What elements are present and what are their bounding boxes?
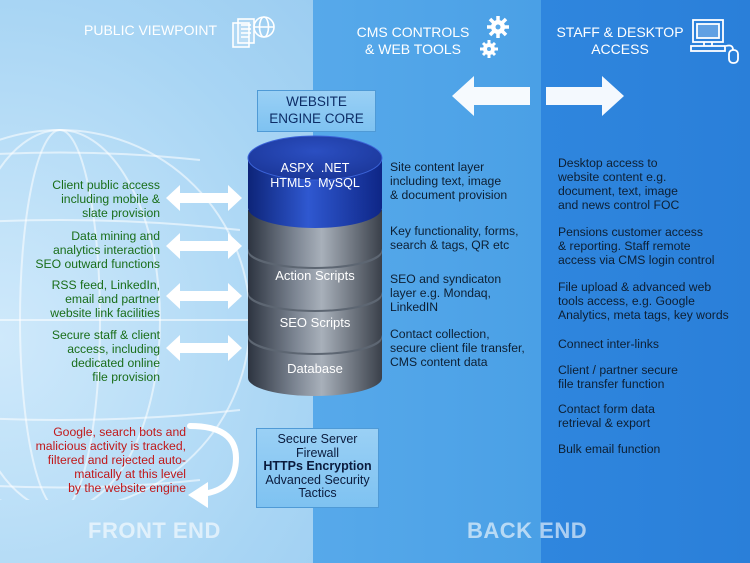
- middle-item-functionality: Key functionality, forms, search & tags,…: [390, 224, 540, 252]
- right-item-line: website content e.g.: [558, 170, 667, 184]
- middle-item-line: including text, image: [390, 174, 502, 188]
- middle-item-line: layer e.g. Mondaq,: [390, 286, 491, 300]
- right-item-pensions: Pensions customer access & reporting. St…: [558, 225, 748, 267]
- engine-core-box: WEBSITE ENGINE CORE: [257, 90, 376, 132]
- middle-item-line: Contact collection,: [390, 327, 490, 341]
- left-item-line: Client public access: [52, 178, 160, 192]
- left-item-line: analytics interaction: [52, 243, 160, 257]
- left-item-client-access: Client public access including mobile & …: [14, 178, 160, 220]
- database-label: Database: [287, 361, 343, 376]
- right-item-line: Client / partner secure: [558, 363, 678, 377]
- middle-item-content-layer: Site content layer including text, image…: [390, 160, 540, 202]
- left-item-line: website link facilities: [50, 306, 160, 320]
- right-item-line: tools access, e.g. Google: [558, 294, 695, 308]
- right-item-line: document, text, image: [558, 184, 678, 198]
- platform-label: ASPX .NET HTML5 MySQL: [254, 161, 376, 191]
- double-arrow-icon: [166, 283, 242, 309]
- note-line: filtered and rejected auto-: [47, 453, 186, 467]
- left-item-line: including mobile &: [61, 192, 160, 206]
- left-item-line: access, including: [67, 342, 160, 356]
- staff-desktop-header: STAFF & DESKTOP ACCESS: [551, 24, 689, 58]
- bot-tracking-note: Google, search bots and malicious activi…: [10, 425, 186, 495]
- right-item-line: Analytics, meta tags, key words: [558, 308, 729, 322]
- right-item-file-transfer: Client / partner secure file transfer fu…: [558, 363, 748, 391]
- middle-item-line: Site content layer: [390, 160, 485, 174]
- double-arrow-icon: [452, 76, 624, 116]
- middle-item-line: SEO and syndicaton: [390, 272, 502, 286]
- left-item-line: dedicated online: [71, 356, 160, 370]
- middle-item-seo-syndication: SEO and syndicaton layer e.g. Mondaq, Li…: [390, 272, 540, 314]
- cms-header-line: & WEB TOOLS: [365, 41, 461, 57]
- security-box: Secure Server Firewall HTTPs Encryption …: [256, 428, 379, 508]
- desktop-computer-icon: [690, 19, 739, 64]
- double-arrow-icon: [166, 185, 242, 211]
- staff-header-line: ACCESS: [591, 41, 649, 57]
- engine-core-line: WEBSITE: [286, 94, 347, 109]
- platform-label-line: HTML5 MySQL: [270, 176, 360, 190]
- middle-item-contact-collection: Contact collection, secure client file t…: [390, 327, 540, 369]
- left-item-line: Secure staff & client: [51, 328, 160, 342]
- left-item-line: RSS feed, LinkedIn,: [51, 278, 160, 292]
- right-item-line: Desktop access to: [558, 156, 658, 170]
- action-scripts-label: Action Scripts: [275, 268, 355, 283]
- right-item-desktop-access: Desktop access to website content e.g. d…: [558, 156, 748, 212]
- note-line: Google, search bots and: [53, 425, 186, 439]
- double-arrow-icon: [166, 233, 242, 259]
- front-end-arrows: [166, 185, 242, 361]
- staff-header-line: STAFF & DESKTOP: [556, 24, 684, 40]
- right-item-line: Pensions customer access: [558, 225, 703, 239]
- platform-layer-top: [247, 135, 383, 181]
- security-line: Firewall: [295, 445, 340, 460]
- right-item-line: Connect inter-links: [558, 337, 659, 351]
- right-item-line: Contact form data: [558, 402, 655, 416]
- left-item-line: slate provision: [82, 206, 160, 220]
- platform-label-line: ASPX .NET: [280, 161, 350, 175]
- right-item-line: file transfer function: [558, 377, 665, 391]
- cms-controls-header: CMS CONTROLS & WEB TOOLS: [348, 24, 478, 58]
- left-item-data-mining: Data mining and analytics interaction SE…: [8, 229, 160, 271]
- left-item-line: Data mining and: [71, 229, 160, 243]
- database-stack: [247, 135, 383, 396]
- left-item-line: email and partner: [65, 292, 160, 306]
- left-item-rss-feed: RSS feed, LinkedIn, email and partner we…: [8, 278, 160, 320]
- right-item-bulk-email: Bulk email function: [558, 442, 748, 456]
- gears-icon: [480, 16, 509, 58]
- security-line: HTTPs Encryption: [263, 459, 372, 474]
- note-line: malicious activity is tracked,: [35, 439, 186, 453]
- right-item-contact-form: Contact form data retrieval & export: [558, 402, 748, 430]
- right-item-line: & reporting. Staff remote: [558, 239, 691, 253]
- back-end-label: BACK END: [467, 518, 588, 543]
- right-item-inter-links: Connect inter-links: [558, 337, 748, 351]
- left-item-line: SEO outward functions: [35, 257, 160, 271]
- cms-header-line: CMS CONTROLS: [356, 24, 470, 40]
- engine-core-line: ENGINE CORE: [269, 111, 364, 126]
- right-item-line: File upload & advanced web: [558, 280, 712, 294]
- middle-item-line: search & tags, QR etc: [390, 238, 510, 252]
- public-viewpoint-header: PUBLIC VIEWPOINT: [84, 22, 218, 38]
- seo-scripts-label: SEO Scripts: [279, 315, 351, 330]
- right-item-line: Bulk email function: [558, 442, 661, 456]
- security-line: Tactics: [298, 486, 337, 501]
- middle-item-line: Key functionality, forms,: [390, 224, 519, 238]
- security-line: Advanced Security: [265, 472, 370, 487]
- middle-item-line: secure client file transfer,: [390, 341, 525, 355]
- note-line: by the website engine: [68, 481, 186, 495]
- left-item-secure-access: Secure staff & client access, including …: [14, 328, 160, 384]
- security-line: Secure Server: [277, 432, 358, 446]
- documents-globe-icon: [232, 16, 275, 48]
- right-item-line: and news control FOC: [558, 198, 680, 212]
- double-arrow-icon: [166, 335, 242, 361]
- middle-item-line: & document provision: [390, 188, 508, 202]
- right-item-line: retrieval & export: [558, 416, 651, 430]
- right-item-file-upload: File upload & advanced web tools access,…: [558, 280, 748, 322]
- left-item-line: file provision: [92, 370, 160, 384]
- middle-item-line: LinkedIN: [390, 300, 439, 314]
- middle-item-line: CMS content data: [390, 355, 488, 369]
- right-item-line: access via CMS login control: [558, 253, 715, 267]
- note-line: matically at this level: [74, 467, 186, 481]
- front-end-label: FRONT END: [88, 518, 221, 543]
- rejection-curved-arrow-icon: [187, 423, 240, 508]
